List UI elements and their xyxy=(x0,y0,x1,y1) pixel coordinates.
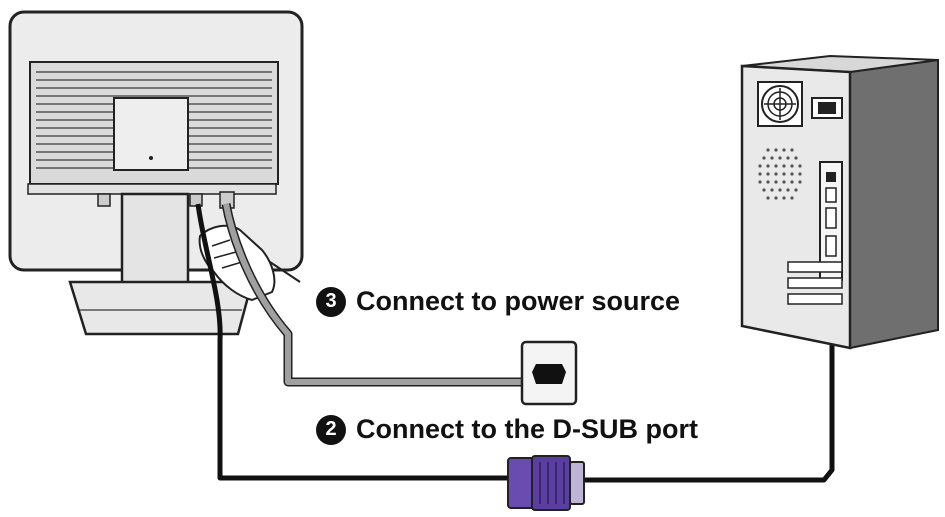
dsub-connector-icon xyxy=(507,455,585,511)
monitor-back-icon xyxy=(8,10,304,336)
step-number-badge: 2 xyxy=(316,414,346,445)
pc-tower-icon xyxy=(740,54,939,350)
step-power: 3 Connect to power source xyxy=(316,286,680,317)
step-label-dsub: Connect to the D-SUB port xyxy=(356,414,698,444)
step-dsub: 2 Connect to the D-SUB port xyxy=(316,414,698,445)
step-number-badge: 3 xyxy=(316,286,346,317)
signal-cable xyxy=(195,203,512,481)
signal-cable-pc xyxy=(578,272,835,483)
power-outlet-icon xyxy=(520,340,578,406)
step-label-power: Connect to power source xyxy=(356,286,681,316)
